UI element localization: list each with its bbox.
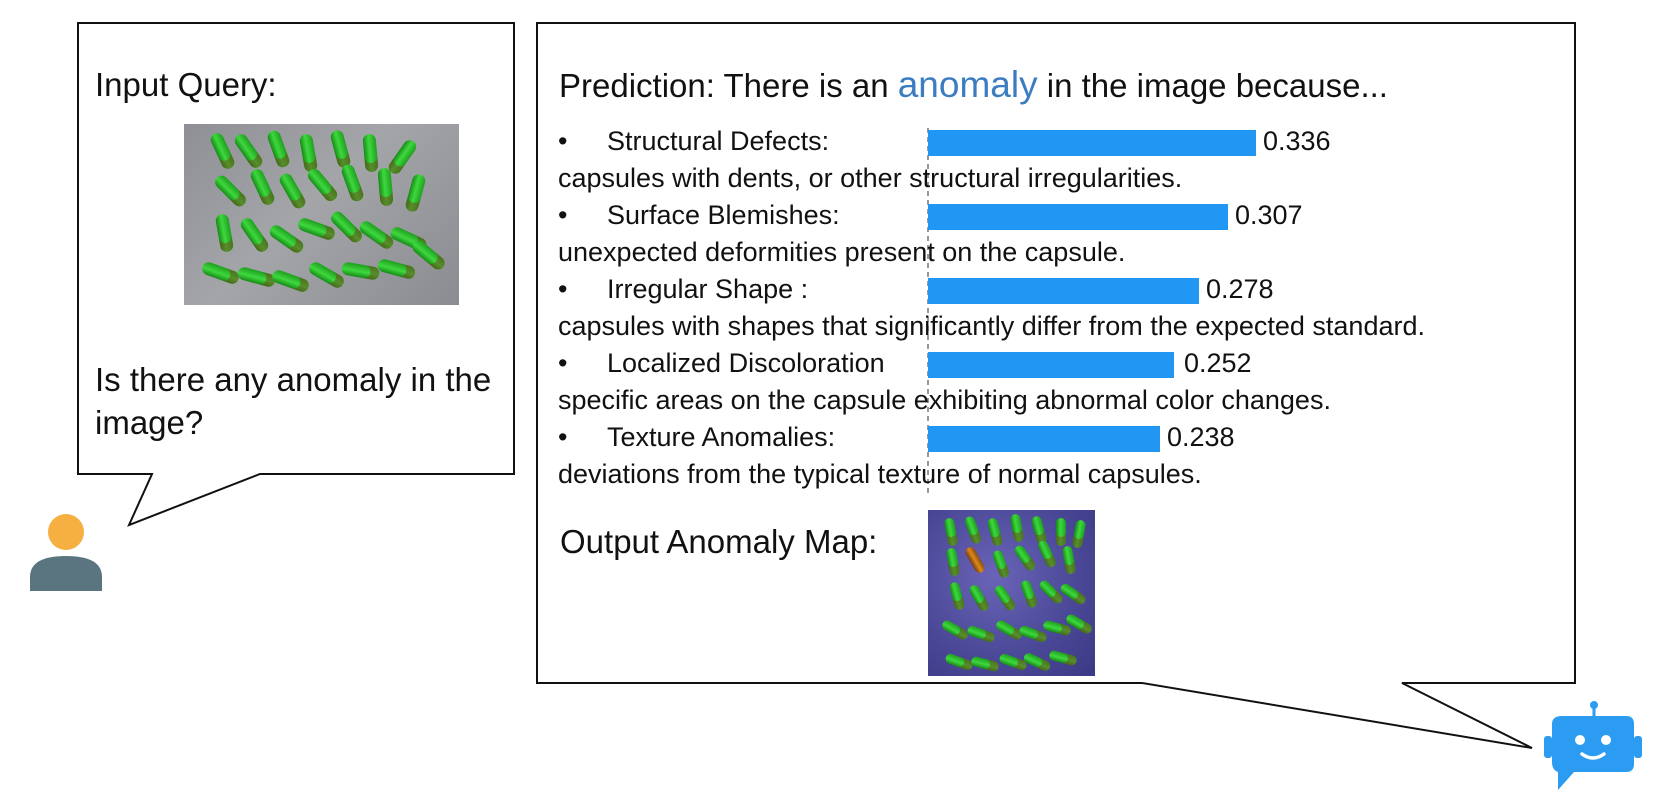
capsule [1022, 651, 1052, 673]
score-value: 0.307 [1235, 200, 1303, 230]
capsule [212, 172, 249, 210]
capsule [992, 583, 1018, 613]
capsule [236, 265, 277, 289]
capsule [966, 624, 996, 644]
reason-description: capsules with shapes that significantly … [558, 311, 1425, 341]
capsule [945, 547, 961, 577]
reason-description: unexpected deformities present on the ca… [558, 237, 1126, 267]
prediction-prefix: Prediction: There is an [559, 67, 898, 104]
reason-bullet: • [558, 348, 568, 378]
capsule [1058, 581, 1088, 607]
capsule [386, 137, 419, 177]
reason-label: Irregular Shape : [607, 274, 809, 304]
chatbot-icon [1544, 701, 1642, 790]
score-bar [928, 204, 1228, 230]
score-bar [928, 130, 1256, 156]
capsule [232, 131, 265, 171]
score-value: 0.278 [1206, 274, 1274, 304]
input-capsules-image [184, 124, 459, 305]
capsule [963, 515, 983, 545]
capsule [1012, 543, 1038, 573]
capsule [339, 162, 366, 204]
reason-bullet: • [558, 422, 568, 452]
reason-description: specific areas on the capsule exhibiting… [558, 385, 1331, 415]
score-bar [928, 426, 1160, 452]
reason-label: Surface Blemishes: [607, 200, 840, 230]
capsule [208, 131, 237, 171]
capsule [943, 517, 959, 547]
capsule [991, 549, 1011, 579]
capsule [265, 128, 292, 170]
score-bar [928, 352, 1174, 378]
input-query-title: Input Query: [95, 66, 277, 103]
prediction-statement: Prediction: There is an anomaly in the i… [559, 64, 1388, 106]
capsule [970, 655, 1000, 673]
capsule [376, 257, 417, 281]
capsule [214, 213, 235, 253]
capsule [1071, 519, 1087, 549]
capsule [329, 128, 352, 170]
reason-bullet: • [558, 274, 568, 304]
output-anomaly-map-label: Output Anomaly Map: [560, 523, 878, 560]
capsule [277, 171, 308, 211]
capsule [200, 260, 241, 286]
capsule [1056, 518, 1066, 546]
capsule [948, 581, 966, 611]
capsule [1009, 513, 1025, 543]
answer-bubble [536, 22, 1576, 749]
score-bar [928, 278, 1199, 304]
anomalous-capsule [963, 545, 987, 575]
capsule [1019, 579, 1039, 609]
reason-label: Texture Anomalies: [607, 422, 836, 452]
capsule [270, 268, 311, 294]
score-value: 0.252 [1184, 348, 1252, 378]
capsule [362, 133, 379, 173]
capsule [340, 261, 381, 281]
capsule [1061, 545, 1077, 575]
query-question: Is there any anomaly in the image? [95, 361, 492, 441]
reason-label: Structural Defects: [607, 126, 830, 156]
reason-bullet: • [558, 200, 568, 230]
capsule [940, 618, 970, 642]
reason-label: Localized Discoloration [607, 348, 885, 378]
reason-description: deviations from the typical texture of n… [558, 459, 1202, 489]
reason-description: capsules with dents, or other structural… [558, 163, 1183, 193]
capsule [409, 237, 448, 273]
prediction-suffix: in the image because... [1037, 67, 1388, 104]
capsule [305, 166, 340, 204]
capsule [238, 215, 271, 255]
capsule [1037, 578, 1065, 606]
capsule [1048, 649, 1078, 667]
capsule [377, 167, 394, 207]
capsule [944, 652, 974, 672]
anomaly-highlight: anomaly [897, 64, 1038, 105]
capsule [298, 133, 319, 173]
score-value: 0.238 [1167, 422, 1235, 452]
capsule [967, 583, 991, 613]
capsule [306, 259, 347, 291]
score-value: 0.336 [1263, 126, 1331, 156]
capsule [248, 167, 277, 207]
reason-bullet: • [558, 126, 568, 156]
capsule [404, 172, 427, 214]
capsule [1036, 539, 1058, 569]
capsule [986, 517, 1004, 547]
user-avatar-icon [30, 514, 102, 591]
output-anomaly-map-image [928, 510, 1095, 676]
